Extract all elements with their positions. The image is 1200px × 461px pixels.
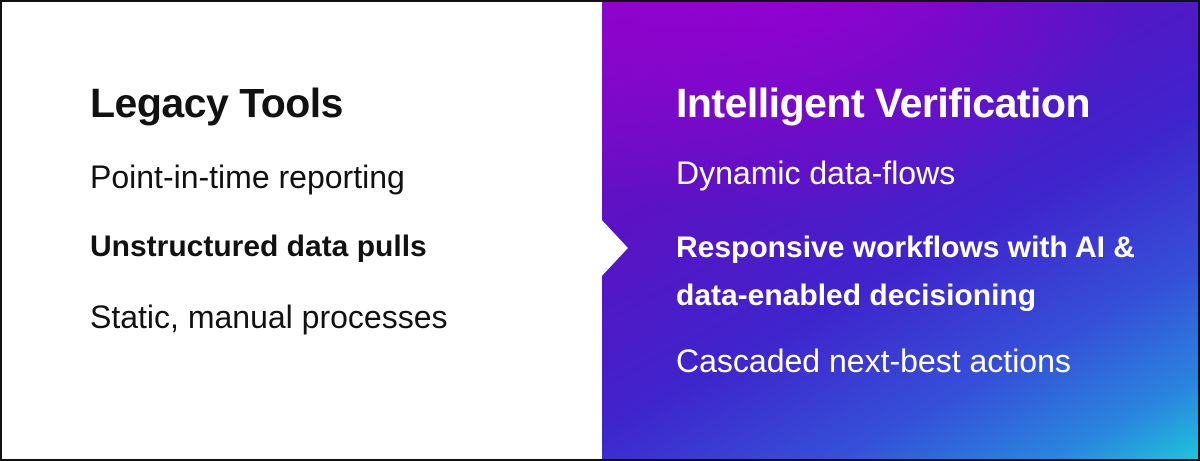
intelligent-verification-title: Intelligent Verification [676, 80, 1091, 126]
verification-item-responsive: Responsive workflows with AI & data-enab… [676, 231, 1135, 312]
verification-item-dynamic: Dynamic data-flows [676, 155, 956, 191]
legacy-item-static-manual: Static, manual processes [90, 299, 448, 335]
legacy-item-unstructured: Unstructured data pulls [90, 230, 427, 263]
legacy-tools-panel: Legacy Tools Point-in-time reporting Uns… [2, 2, 602, 459]
chevron-right-icon [600, 218, 628, 278]
verification-item-cascaded: Cascaded next-best actions [676, 343, 1071, 379]
legacy-item-point-in-time: Point-in-time reporting [90, 159, 405, 195]
legacy-tools-title: Legacy Tools [90, 80, 343, 126]
intelligent-verification-panel: Intelligent Verification Dynamic data-fl… [600, 2, 1198, 459]
